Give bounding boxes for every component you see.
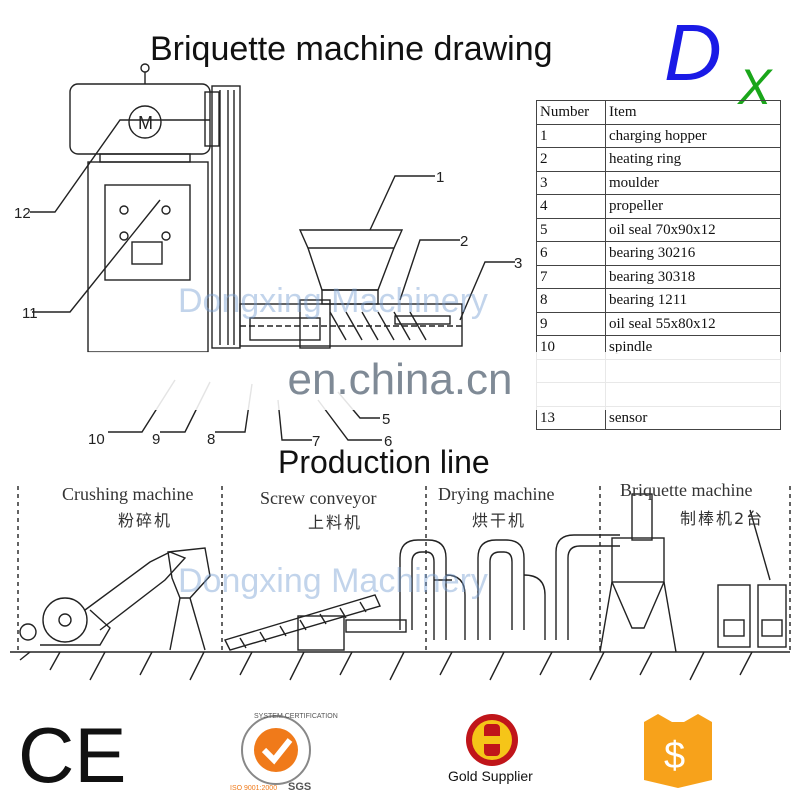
callout-12: 12 [14, 205, 31, 222]
part-number: 8 [536, 288, 606, 313]
callout-8: 8 [207, 431, 215, 448]
part-number: 4 [536, 194, 606, 219]
part-item: heating ring [605, 147, 781, 172]
part-item: bearing 30318 [605, 264, 781, 289]
stage-drying-machine-zh: 烘干机 [472, 511, 527, 530]
logo-letter-d: D [664, 8, 722, 97]
briquette-machine-1 [717, 584, 751, 648]
part-item: oil seal 55x80x12 [605, 311, 781, 336]
sgs-ring-text: SYSTEM CERTIFICATION [254, 713, 338, 720]
drying-pipe-2 [477, 539, 525, 640]
stage-briquette-machine-zh: 制棒机2台 [680, 509, 765, 528]
column-header-number: Number [536, 100, 606, 125]
stage-screw-conveyor: Screw conveyor [260, 488, 377, 508]
charging-hopper [298, 229, 404, 249]
part-number: 3 [536, 170, 606, 195]
cyclone-separator [611, 537, 665, 583]
callout-9: 9 [152, 431, 160, 448]
watermark-band [0, 352, 800, 410]
motor-symbol-circle [128, 105, 162, 139]
callout-1: 1 [436, 169, 444, 186]
sgs-badge: SYSTEM CERTIFICATION ISO 9001:2000 SGS [230, 713, 338, 793]
control-panel [104, 184, 191, 281]
part-item: charging hopper [605, 123, 781, 148]
crusher-wheel [42, 597, 88, 643]
callout-2: 2 [460, 233, 468, 250]
callout-6: 6 [384, 433, 392, 450]
barrel [239, 303, 463, 347]
column-header-item: Item [605, 100, 781, 125]
production-line-title: Production line [278, 444, 490, 480]
callout-3: 3 [514, 255, 522, 272]
watermark-brand: Dongxing Machinery [178, 282, 488, 320]
dollar-badge: $ [644, 714, 712, 788]
machine-drawing: M 1 2 3 5 6 7 8 9 10 11 12 [14, 63, 522, 450]
dollar-shield [644, 722, 712, 788]
part-number: 5 [536, 217, 606, 242]
callout-5: 5 [382, 411, 390, 428]
drying-pipe-1 [399, 539, 447, 640]
drawing-title: Briquette machine drawing [150, 30, 553, 68]
part-item: bearing 30216 [605, 241, 781, 266]
heating-ring [394, 315, 451, 325]
part-item: propeller [605, 194, 781, 219]
belt-guard [211, 85, 241, 349]
logo-letter-x: X [737, 59, 773, 108]
ce-badge: CE [18, 712, 126, 792]
dx-logo: D X [664, 8, 773, 108]
part-number: 7 [536, 264, 606, 289]
stage-crushing-machine: Crushing machine [62, 484, 194, 504]
callout-10: 10 [88, 431, 105, 448]
callout-11: 11 [22, 305, 38, 322]
stage-crushing-machine-zh: 粉碎机 [118, 511, 173, 530]
motor-symbol: M [138, 113, 153, 133]
dollar-icon: $ [664, 735, 685, 777]
sgs-iso-text: ISO 9001:2000 [230, 785, 277, 792]
sgs-check-circle [254, 728, 298, 772]
part-number: 6 [536, 241, 606, 266]
part-number: 1 [536, 123, 606, 148]
part-item: bearing 1211 [605, 288, 781, 313]
part-number: 9 [536, 311, 606, 336]
drying-pipe-3 [555, 534, 620, 640]
watermark-brand-2: Dongxing Machinery [178, 562, 488, 600]
gold-supplier-label: Gold Supplier [448, 768, 533, 784]
table-header-row: Number Item [536, 100, 781, 125]
part-item: moulder [605, 170, 781, 195]
watermark-site-text: en.china.cn [287, 355, 513, 404]
ce-mark: CE [18, 712, 126, 792]
sgs-label: SGS [288, 781, 311, 793]
part-number: 2 [536, 147, 606, 172]
screw-conveyor [224, 594, 381, 651]
production-line-drawing [10, 486, 791, 681]
stage-screw-conveyor-zh: 上料机 [308, 513, 363, 532]
part-item: oil seal 70x90x12 [605, 217, 781, 242]
briquette-machine-2 [757, 584, 787, 648]
stage-briquette-machine: Briquette machine [620, 480, 753, 500]
check-icon [261, 738, 293, 765]
stage-drying-machine: Drying machine [438, 484, 555, 504]
gold-supplier-icon [466, 714, 518, 766]
callout-7: 7 [312, 433, 320, 450]
